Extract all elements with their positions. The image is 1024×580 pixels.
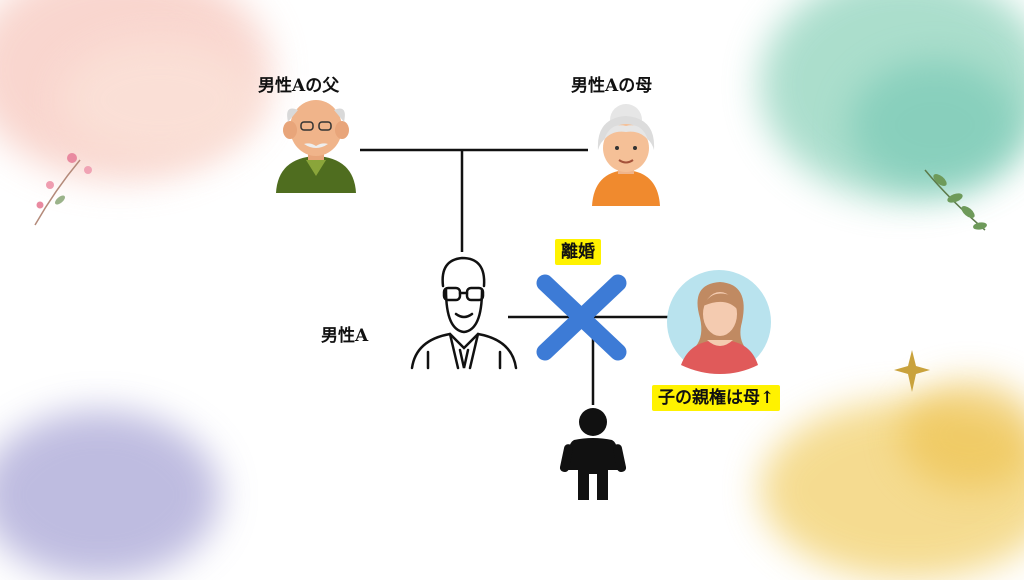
x-mark-icon (536, 274, 627, 361)
custody-badge: 子の親権は母↑ (652, 385, 781, 411)
sparkle-icon (894, 350, 930, 392)
child-icon (559, 408, 627, 500)
flower-sprig-icon (34, 153, 92, 226)
man-with-glasses-icon (410, 256, 518, 370)
mother-label: 男性Aの母 (571, 76, 653, 96)
watercolor-green-topright-2 (850, 60, 1020, 190)
father-label: 男性Aの父 (258, 76, 340, 96)
man-label: 男性A (321, 326, 369, 346)
watercolor-pink-topleft-2 (60, 40, 260, 160)
elderly-man-icon (276, 100, 356, 193)
watercolor-yellow-bottomright-2 (900, 380, 1024, 490)
diagram-canvas (34, 100, 987, 500)
divorce-badge: 離婚 (555, 239, 601, 265)
elderly-woman-icon (592, 104, 660, 206)
woman-avatar-icon (667, 270, 771, 374)
leaf-sprig-icon (924, 169, 987, 231)
